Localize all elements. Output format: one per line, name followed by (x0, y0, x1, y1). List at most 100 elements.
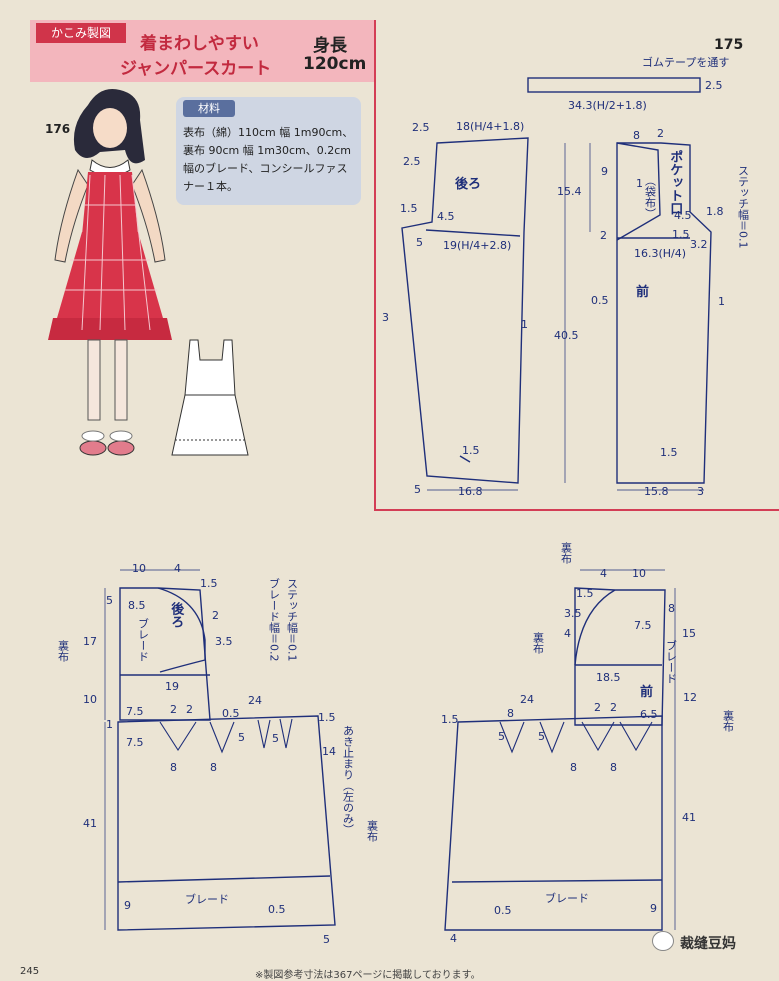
jumper-front-bodice (574, 587, 666, 726)
label-pocket-bag: （袋布） (643, 175, 657, 219)
watermark: 裁缝豆妈 (680, 936, 736, 952)
label-jf-lining-right: 裏布 (721, 710, 735, 732)
label-jb-19: 19 (165, 680, 179, 693)
label-jf-12: 12 (683, 691, 697, 704)
label-jf-41: 41 (682, 811, 696, 824)
label-jf-15: 1.5 (576, 587, 594, 600)
label-jf-4b: 4 (564, 627, 571, 640)
label-jb-stitch: ステッチ幅＝0.1 (285, 578, 299, 662)
label-jb-05: 0.5 (222, 707, 240, 720)
label-b-1: 1 (521, 318, 528, 331)
label-jf-4c: 4 (450, 932, 457, 945)
label-jf-5a: 5 (498, 730, 505, 743)
label-jf-65: 6.5 (640, 708, 658, 721)
model-number-176: 176 (45, 122, 71, 136)
label-jb-lining: 裏布 (56, 640, 70, 662)
label-f-05: 0.5 (591, 294, 609, 307)
label-b-3: 3 (382, 311, 389, 324)
label-jb-35: 3.5 (215, 635, 233, 648)
elastic-strip (527, 77, 701, 93)
label-jf-15r: 15 (682, 627, 696, 640)
label-jf-braid: ブレード (664, 640, 678, 684)
label-jf-2a: 2 (594, 701, 601, 714)
label-jb-14: 14 (322, 745, 336, 758)
label-jb-10b: 10 (83, 693, 97, 706)
label-jb-75b: 7.5 (126, 736, 144, 749)
label-jf-8d: 8 (610, 761, 617, 774)
label-elastic: ゴムテープを通す (642, 56, 730, 69)
label-jb-24: 24 (248, 694, 262, 707)
size-value: 120cm (303, 54, 367, 74)
label-jb-opening: あき止まり（左のみ） (341, 725, 355, 835)
label-f-8: 8 (633, 129, 640, 142)
label-jf-15b: 1.5 (441, 713, 459, 726)
label-jb-75a: 7.5 (126, 705, 144, 718)
label-b-hem5: 5 (414, 483, 421, 496)
label-b-25b: 2.5 (403, 155, 421, 168)
label-jb-braid2: ブレード (185, 893, 229, 906)
label-f-hem: 15.8 (644, 485, 669, 498)
label-jf-lining-top: 裏布 (559, 542, 573, 564)
label-jb-back: 後ろ (168, 602, 184, 628)
label-jf-35: 3.5 (564, 607, 582, 620)
title-line-1: 着まわしやすい (140, 34, 259, 54)
label-jf-9: 9 (650, 902, 657, 915)
label-pants-back: 後ろ (455, 177, 482, 192)
model-number-175: 175 (714, 37, 744, 53)
label-b-25a: 2.5 (412, 121, 430, 134)
jumper-front-skirt (444, 715, 663, 931)
label-jb-4: 4 (174, 562, 181, 575)
label-jf-05: 0.5 (494, 904, 512, 917)
label-jb-8b: 8 (210, 761, 217, 774)
label-w-25: 2.5 (705, 79, 723, 92)
wechat-icon (652, 931, 674, 951)
frame-line-horizontal (374, 509, 779, 511)
label-jf-4: 4 (600, 567, 607, 580)
label-f-hem15: 1.5 (660, 446, 678, 459)
page-number: 245 (20, 966, 40, 977)
label-f-1b: 1 (718, 295, 725, 308)
label-f-15: 1.5 (672, 228, 690, 241)
pants-back-piece (401, 137, 529, 484)
label-jb-5b: 5 (272, 732, 279, 745)
label-jb-15: 1.5 (200, 577, 218, 590)
label-w-343: 34.3(H/2+1.8) (568, 99, 647, 112)
jumper-back-skirt (117, 715, 336, 931)
label-pocket: ポケット口 (667, 150, 683, 215)
label-b-5: 5 (416, 236, 423, 249)
label-pants-stitch: ステッチ幅＝0.1 (736, 165, 750, 249)
label-b-19: 19(H/4+2.8) (443, 239, 512, 252)
frame-line-vertical (374, 20, 376, 510)
label-jf-8: 8 (668, 602, 675, 615)
label-jb-9: 9 (124, 899, 131, 912)
size-label: 身長 (313, 36, 347, 56)
label-jf-braid2: ブレード (545, 892, 589, 905)
label-jb-5: 5 (106, 594, 113, 607)
label-b-45: 4.5 (437, 210, 455, 223)
label-b-top: 18(H/4+1.8) (456, 120, 525, 133)
label-jf-185: 18.5 (596, 671, 621, 684)
materials-text: 表布（綿）110cm 幅 1m90cm、裏布 90cm 幅 1m30cm、0.2… (183, 126, 354, 193)
label-jf-2b: 2 (610, 701, 617, 714)
materials-title: 材料 (183, 100, 235, 117)
label-jb-braid: ブレード (136, 618, 150, 662)
label-f-163: 16.3(H/4) (634, 247, 687, 260)
pants-front-piece (616, 142, 712, 484)
label-f-18: 1.8 (706, 205, 724, 218)
label-f-2b: 2 (600, 229, 607, 242)
label-jb-braid-width: ブレード幅＝0.2 (267, 578, 281, 662)
label-f-1: 1 (636, 177, 643, 190)
label-f-154: 15.4 (557, 185, 582, 198)
label-jf-75: 7.5 (634, 619, 652, 632)
label-jb-lining2: 裏布 (365, 820, 379, 842)
label-f-32: 3.2 (690, 238, 708, 251)
label-f-3: 3 (697, 485, 704, 498)
label-jb-05b: 0.5 (268, 903, 286, 916)
label-jb-1: 1 (106, 718, 113, 731)
label-jb-5c: 5 (323, 933, 330, 946)
label-b-hem15: 1.5 (462, 444, 480, 457)
label-jb-2: 2 (212, 609, 219, 622)
label-jb-15b: 1.5 (318, 711, 336, 724)
